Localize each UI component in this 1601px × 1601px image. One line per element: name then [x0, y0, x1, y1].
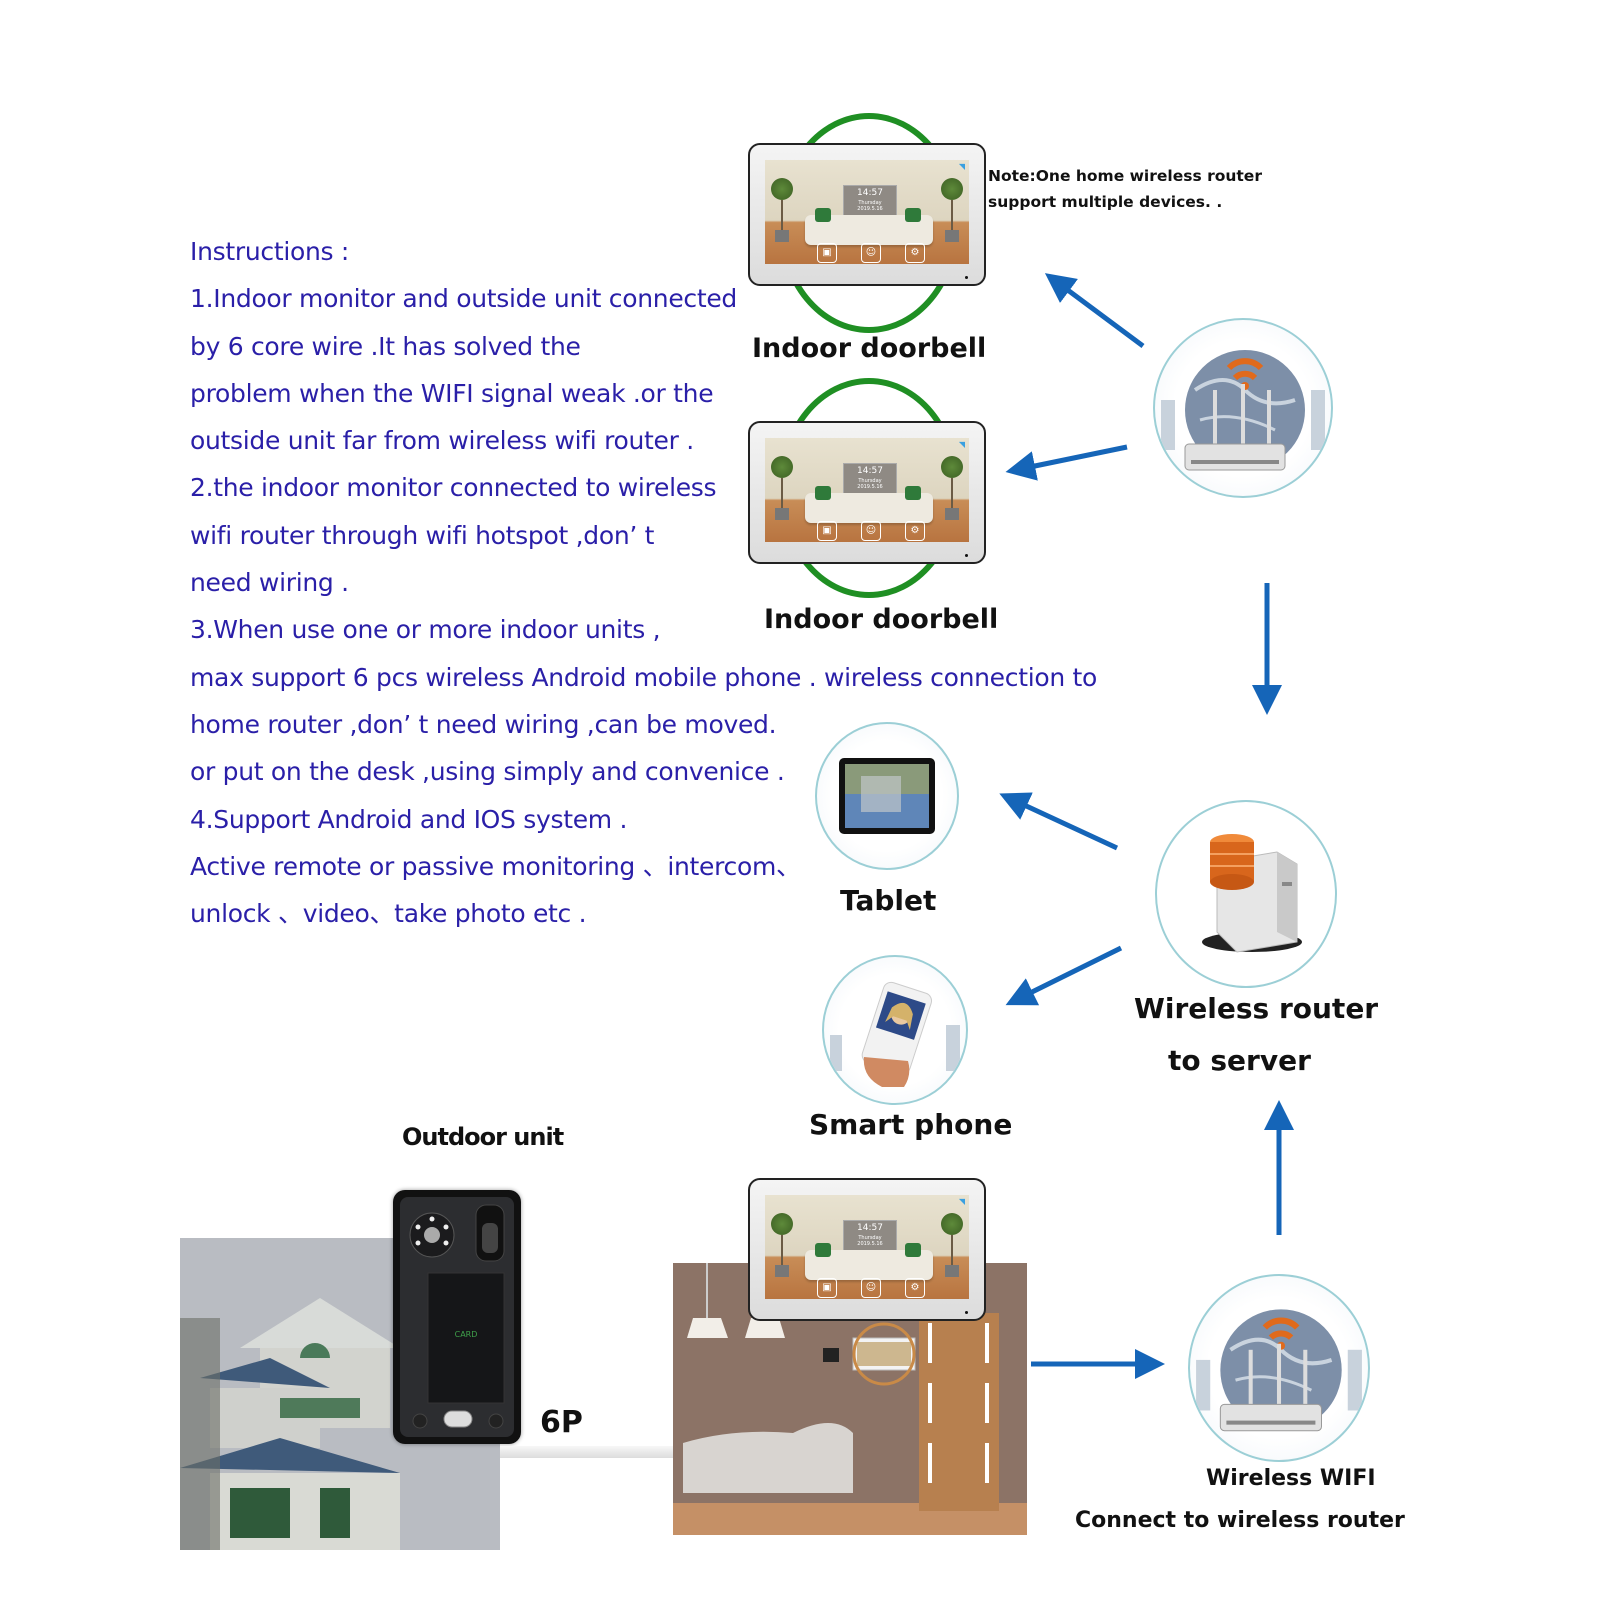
six-core-wire [500, 1446, 673, 1458]
instructions-title: Instructions : [190, 237, 349, 266]
plant-trunk [781, 200, 783, 232]
plant-pot [775, 1265, 789, 1277]
wifi-icon: ◥ [958, 162, 965, 171]
wifi-icon: ◥ [958, 1197, 965, 1206]
instruction-line: need wiring . [190, 568, 349, 598]
plant-trunk [951, 478, 953, 510]
plant-icon [941, 1213, 963, 1235]
indoor-doorbell-label: Indoor doorbell [764, 604, 999, 635]
wifi-router-globe-icon [1153, 318, 1333, 498]
card-text: CARD [455, 1330, 478, 1339]
instruction-line: home router ,don’ t need wiring ,can be … [190, 709, 777, 739]
plant-trunk [951, 1235, 953, 1267]
outdoor-unit-device: CARD [393, 1190, 521, 1444]
instruction-line: unlock 、video、take photo etc . [190, 899, 587, 929]
pillow [815, 208, 831, 222]
video-monitor-icon: ☺ [861, 521, 881, 541]
plant-trunk [951, 200, 953, 232]
router-graphic [1161, 350, 1325, 471]
plant-trunk [781, 1235, 783, 1267]
plant-icon [771, 456, 793, 478]
arrow-router-to-middle-monitor [1005, 444, 1128, 481]
tablet-icon [815, 722, 959, 870]
arrow-server-to-tablet [999, 792, 1119, 851]
tablet-graphic [839, 758, 935, 834]
system-settings-icon: ⚙ [905, 1278, 925, 1298]
pillow [905, 208, 921, 222]
plant-pot [775, 508, 789, 520]
outdoor-unit-label: Outdoor unit [402, 1123, 564, 1151]
instruction-line: 1.Indoor monitor and outside unit connec… [190, 284, 738, 314]
server-graphic [1202, 834, 1302, 953]
plant-trunk [781, 478, 783, 510]
instruction-line: or put on the desk ,using simply and con… [190, 757, 785, 787]
server-label-line2: to server [1168, 1044, 1311, 1077]
system-settings-icon: ⚙ [905, 243, 925, 263]
instruction-line: 3.When use one or more indoor units , [190, 615, 661, 645]
plant-icon [941, 178, 963, 200]
instruction-line: max support 6 pcs wireless Android mobil… [190, 662, 1098, 692]
instructions-block: Instructions : 1.Indoor monitor and outs… [190, 228, 1190, 937]
smartphone-label: Smart phone [809, 1108, 1013, 1141]
instruction-line: wifi router through wifi hotspot ,don’ t [190, 520, 655, 550]
note-line: support multiple devices. . [988, 193, 1223, 211]
plant-icon [771, 178, 793, 200]
wifi-router-globe-icon [1188, 1274, 1370, 1462]
instruction-line: problem when the WIFI signal weak .or th… [190, 378, 714, 408]
visitor-record-icon: ▣ [817, 521, 837, 541]
wifi-icon: ◥ [958, 440, 965, 449]
server-icon [1155, 800, 1337, 988]
smartphone-icon [822, 955, 968, 1105]
instruction-line: Active remote or passive monitoring 、int… [190, 851, 801, 881]
plant-pot [945, 230, 959, 242]
system-settings-icon: ⚙ [905, 521, 925, 541]
plant-icon [771, 1213, 793, 1235]
power-led [965, 554, 968, 557]
video-monitor-icon: ☺ [861, 243, 881, 263]
plant-pot [945, 508, 959, 520]
visitor-record-icon: ▣ [817, 1278, 837, 1298]
instruction-line: 2.the indoor monitor connected to wirele… [190, 473, 717, 503]
pillow [815, 486, 831, 500]
note-line: Note:One home wireless router [988, 167, 1262, 185]
instruction-line: by 6 core wire .It has solved the [190, 331, 581, 361]
wifi-router-label-line2: Connect to wireless router [1075, 1508, 1405, 1533]
plant-icon [941, 456, 963, 478]
video-monitor-icon: ☺ [861, 1278, 881, 1298]
wire-label: 6P [540, 1405, 583, 1440]
power-led [965, 1311, 968, 1314]
tablet-label: Tablet [840, 884, 937, 917]
arrow-server-to-smartphone [1005, 945, 1123, 1006]
arrow-router-to-top-monitor [1044, 273, 1145, 349]
outdoor-unit-graphic: CARD [409, 1204, 505, 1429]
indoor-doorbell-label: Indoor doorbell [752, 333, 987, 364]
instruction-line: 4.Support Android and IOS system . [190, 804, 628, 834]
power-led [965, 276, 968, 279]
visitor-record-icon: ▣ [817, 243, 837, 263]
wifi-router-label-line1: Wireless WIFI [1206, 1466, 1376, 1491]
router-graphic [1196, 1309, 1362, 1432]
pillow [905, 486, 921, 500]
outdoor-unit-face: CARD [400, 1197, 514, 1437]
pillow [905, 1243, 921, 1257]
plant-pot [775, 230, 789, 242]
pillow [815, 1243, 831, 1257]
note-text: Note:One home wireless router support mu… [988, 163, 1262, 215]
server-label-line1: Wireless router [1134, 992, 1379, 1025]
plant-pot [945, 1265, 959, 1277]
instruction-line: outside unit far from wireless wifi rout… [190, 426, 694, 456]
smartphone-graphic [830, 981, 960, 1087]
